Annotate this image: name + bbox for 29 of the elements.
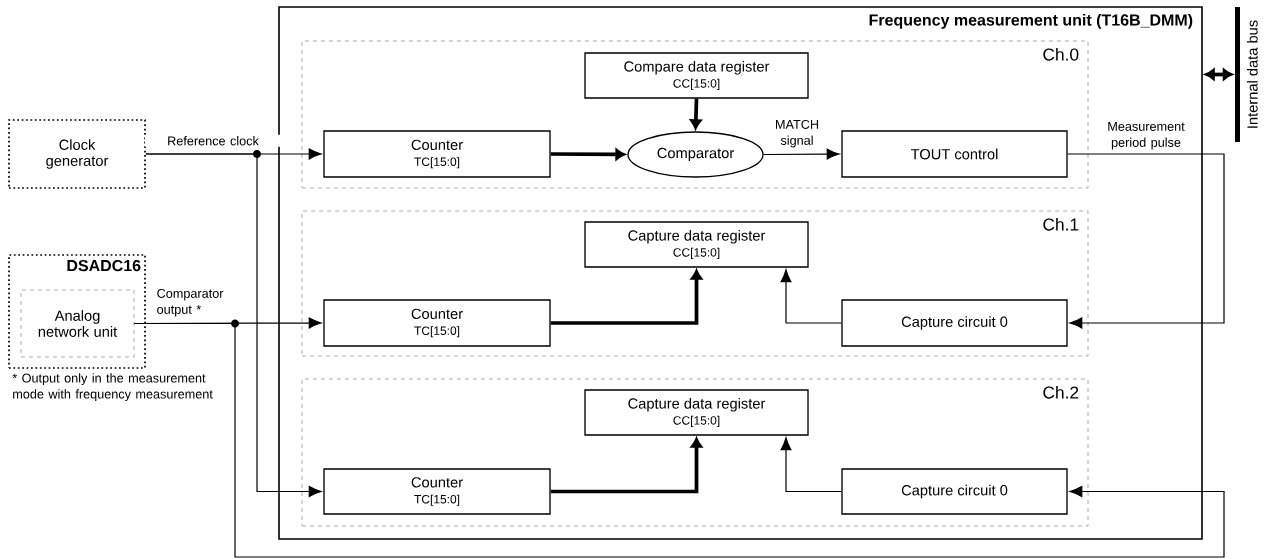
bus-arrow bbox=[1204, 68, 1233, 81]
footnote: * Output only in the measurement mode with frequency measurement bbox=[12, 373, 213, 402]
arrow bbox=[133, 322, 1225, 558]
register-box: Compare data register CC[15:0] bbox=[584, 52, 809, 99]
edge-label: Measurement period pulse bbox=[1096, 120, 1196, 151]
register-box: Capture data register CC[15:0] bbox=[584, 221, 809, 268]
circuit-box: Capture circuit 0 bbox=[841, 299, 1068, 347]
bus-line bbox=[550, 269, 703, 325]
bus-line bbox=[690, 98, 702, 130]
control-box: TOUT control bbox=[841, 130, 1068, 178]
bus-line bbox=[550, 437, 703, 494]
edge-label: Reference clock bbox=[145, 134, 281, 147]
bus-line bbox=[550, 148, 626, 161]
arrow bbox=[1067, 153, 1225, 329]
data-bus: Internal data bus bbox=[1235, 7, 1258, 142]
network-box: Analog network unit bbox=[20, 289, 135, 358]
arrow bbox=[780, 437, 842, 493]
circuit-box: Capture circuit 0 bbox=[841, 468, 1068, 515]
arrow bbox=[763, 148, 840, 160]
arrow bbox=[780, 269, 842, 324]
counter-box: Counter TC[15:0] bbox=[323, 299, 551, 347]
generator-box: Clock generator bbox=[8, 119, 146, 189]
arrow bbox=[145, 153, 322, 497]
register-box: Capture data register CC[15:0] bbox=[584, 389, 809, 436]
counter-box: Counter TC[15:0] bbox=[323, 130, 551, 178]
edge-label: Comparator output * bbox=[155, 287, 236, 318]
edge-label: MATCH signal bbox=[769, 118, 825, 149]
counter-box: Counter TC[15:0] bbox=[323, 468, 551, 515]
node-label: Internal data bus bbox=[1246, 20, 1258, 128]
